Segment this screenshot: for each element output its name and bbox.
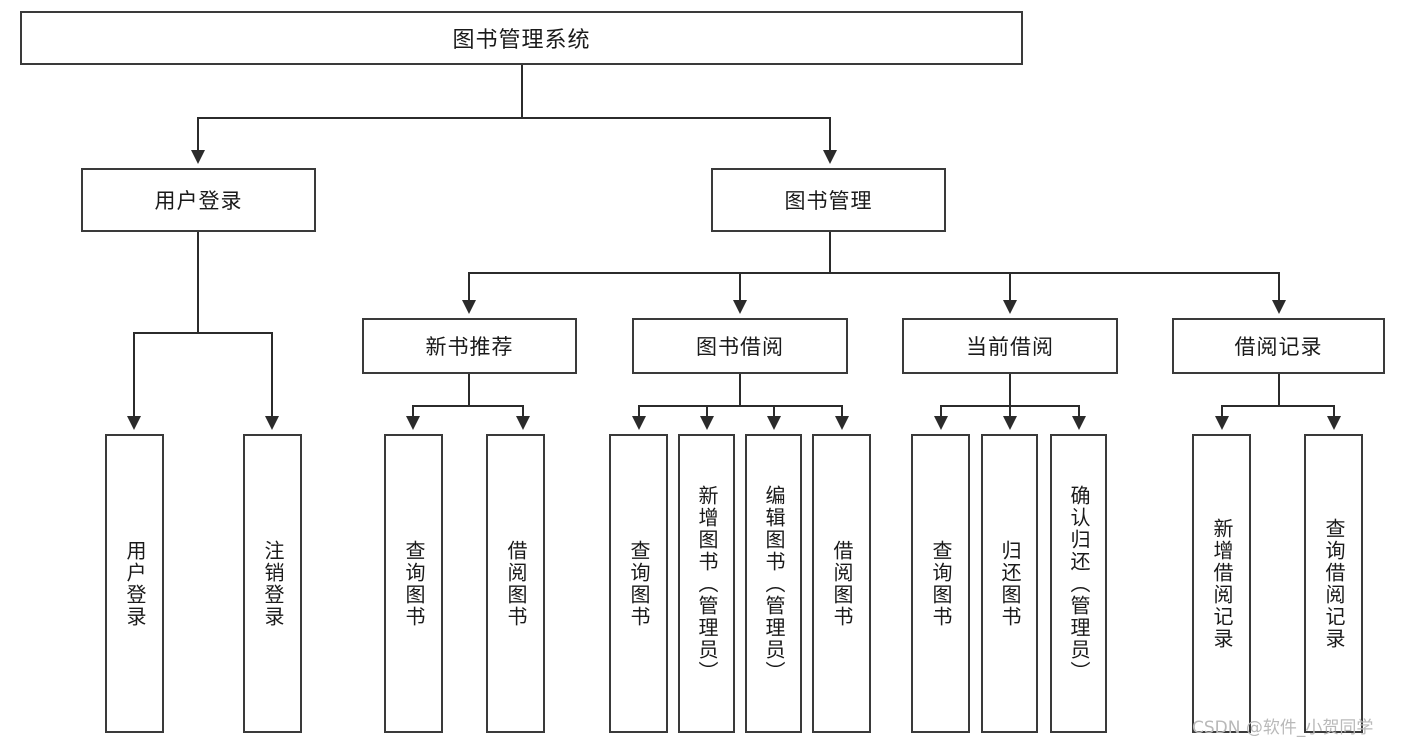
edge-bm-to-borrow-record (1278, 272, 1280, 302)
leaf-query-book-current[interactable]: 查询图书 (911, 434, 970, 733)
edge-new-book-to-leaf-2 (522, 405, 524, 418)
edge-root-to-book-management (829, 117, 831, 152)
edge-user-login-to-leaf-2 (271, 332, 273, 418)
node-book-management[interactable]: 图书管理 (711, 168, 946, 232)
arrowhead-nb-leaf-1 (406, 416, 420, 430)
edge-root-stem (521, 65, 523, 117)
leaf-add-borrow-record[interactable]: 新增借阅记录 (1192, 434, 1251, 733)
arrowhead-br-leaf-2 (1327, 416, 1341, 430)
edge-user-login-to-leaf-1 (133, 332, 135, 418)
node-label: 用户登录 (123, 539, 147, 628)
arrowhead-bb-leaf-4 (835, 416, 849, 430)
edge-bm-to-book-borrow (739, 272, 741, 302)
arrowhead-nb-leaf-2 (516, 416, 530, 430)
edge-borrow-record-stem (1278, 374, 1280, 405)
leaf-confirm-return-admin[interactable]: 确认归还（管理员） (1050, 434, 1107, 733)
edge-bb-to-leaf-4 (841, 405, 843, 418)
arrowhead-bb-leaf-1 (632, 416, 646, 430)
node-label: 查询图书 (627, 539, 651, 628)
arrowhead-new-book-recommend (462, 300, 476, 314)
arrowhead-book-borrow (733, 300, 747, 314)
leaf-query-borrow-record[interactable]: 查询借阅记录 (1304, 434, 1363, 733)
edge-root-bus (197, 117, 831, 119)
edge-bm-to-current-borrow (1009, 272, 1011, 302)
node-label: 查询借阅记录 (1322, 517, 1346, 650)
edge-book-borrow-bus (638, 405, 841, 407)
leaf-logout[interactable]: 注销登录 (243, 434, 302, 733)
edge-new-book-bus (412, 405, 524, 407)
edge-current-borrow-stem (1009, 374, 1011, 405)
leaf-query-book-borrow[interactable]: 查询图书 (609, 434, 668, 733)
arrowhead-br-leaf-1 (1215, 416, 1229, 430)
edge-cb-to-leaf-1 (940, 405, 942, 418)
node-label: 查询图书 (929, 539, 953, 628)
edge-bb-to-leaf-2 (706, 405, 708, 418)
leaf-borrow-book-recommend[interactable]: 借阅图书 (486, 434, 545, 733)
leaf-user-login[interactable]: 用户登录 (105, 434, 164, 733)
arrowhead-current-borrow (1003, 300, 1017, 314)
edge-cb-to-leaf-2 (1009, 405, 1011, 418)
edge-br-to-leaf-1 (1221, 405, 1223, 418)
node-label: 归还图书 (998, 539, 1022, 628)
arrowhead-user-login (191, 150, 205, 164)
node-label: 确认归还（管理员） (1067, 484, 1091, 683)
node-label: 图书借阅 (696, 335, 784, 359)
edge-bb-to-leaf-3 (773, 405, 775, 418)
node-label: 图书管理系统 (452, 28, 591, 53)
edge-borrow-record-bus (1221, 405, 1335, 407)
node-label: 新增借阅记录 (1210, 517, 1234, 650)
node-book-borrow[interactable]: 图书借阅 (632, 318, 848, 374)
edge-book-borrow-stem (739, 374, 741, 405)
node-new-book-recommend[interactable]: 新书推荐 (362, 318, 577, 374)
arrowhead-leaf-user-login (127, 416, 141, 430)
node-label: 新增图书（管理员） (695, 484, 719, 683)
arrowhead-cb-leaf-3 (1072, 416, 1086, 430)
leaf-query-book-recommend[interactable]: 查询图书 (384, 434, 443, 733)
node-label: 新书推荐 (425, 335, 514, 359)
node-root-book-management-system[interactable]: 图书管理系统 (20, 11, 1023, 65)
arrowhead-cb-leaf-1 (934, 416, 948, 430)
arrowhead-cb-leaf-2 (1003, 416, 1017, 430)
arrowhead-bb-leaf-2 (700, 416, 714, 430)
node-label: 查询图书 (402, 539, 426, 628)
node-label: 当前借阅 (966, 335, 1054, 359)
edge-book-management-bus (468, 272, 1278, 274)
node-label: 图书管理 (784, 189, 873, 213)
arrowhead-book-management (823, 150, 837, 164)
arrowhead-bb-leaf-3 (767, 416, 781, 430)
arrowhead-borrow-record (1272, 300, 1286, 314)
edge-root-to-user-login (197, 117, 199, 152)
edge-br-to-leaf-2 (1333, 405, 1335, 418)
edge-new-book-stem (468, 374, 470, 405)
edge-user-login-bus (133, 332, 271, 334)
node-current-borrow[interactable]: 当前借阅 (902, 318, 1118, 374)
node-label: 用户登录 (154, 189, 243, 213)
leaf-return-book[interactable]: 归还图书 (981, 434, 1038, 733)
edge-user-login-stem (197, 232, 199, 332)
edge-bb-to-leaf-1 (638, 405, 640, 418)
arrowhead-leaf-logout (265, 416, 279, 430)
node-label: 注销登录 (261, 539, 285, 628)
edge-new-book-to-leaf-1 (412, 405, 414, 418)
edge-cb-to-leaf-3 (1078, 405, 1080, 418)
node-label: 编辑图书（管理员） (762, 484, 786, 683)
node-label: 借阅图书 (830, 539, 854, 628)
leaf-edit-book-admin[interactable]: 编辑图书（管理员） (745, 434, 802, 733)
node-label: 借阅记录 (1234, 335, 1323, 359)
leaf-add-book-admin[interactable]: 新增图书（管理员） (678, 434, 735, 733)
node-label: 借阅图书 (504, 539, 528, 628)
edge-bm-to-new-book (468, 272, 470, 302)
leaf-borrow-book[interactable]: 借阅图书 (812, 434, 871, 733)
node-borrow-record[interactable]: 借阅记录 (1172, 318, 1385, 374)
node-user-login[interactable]: 用户登录 (81, 168, 316, 232)
edge-book-management-stem (829, 232, 831, 272)
